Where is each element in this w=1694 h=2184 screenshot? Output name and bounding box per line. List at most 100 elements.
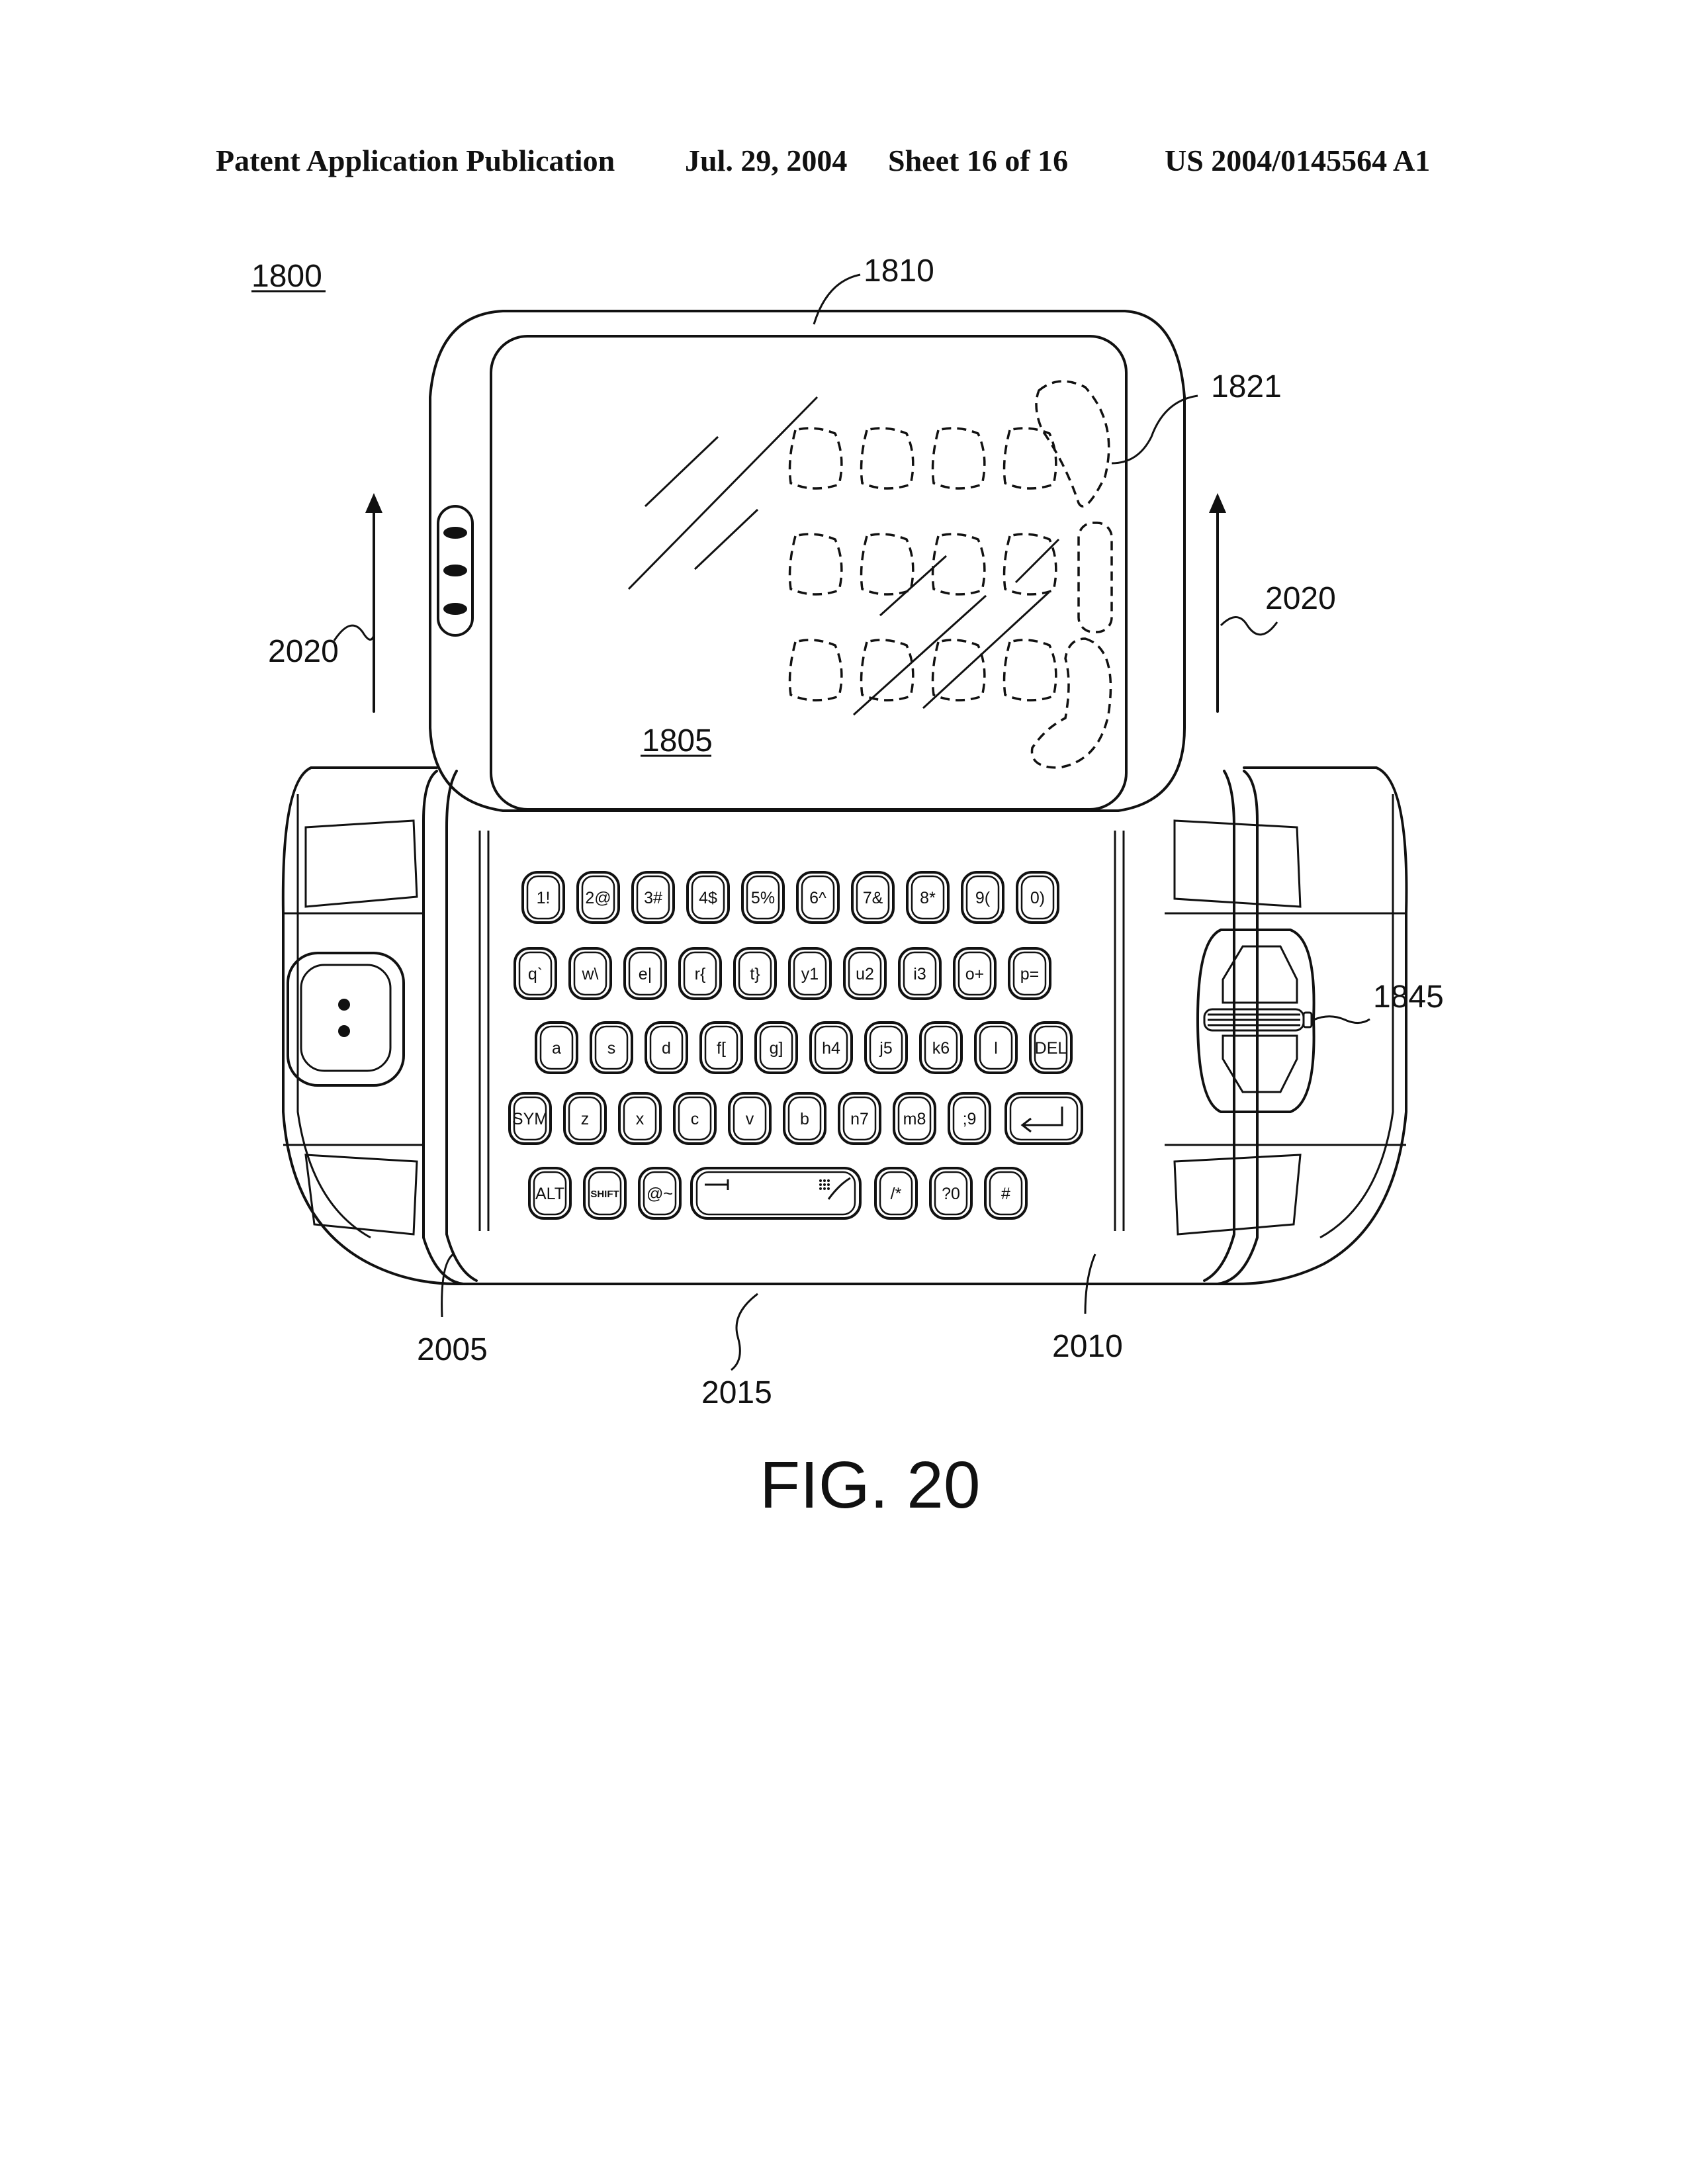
key-u2-button[interactable]: u2: [843, 947, 887, 1000]
ref-1800: 1800: [251, 259, 322, 294]
left-dpad-icon[interactable]: [287, 952, 405, 1087]
key-o-button[interactable]: o+: [953, 947, 997, 1000]
key-f-button[interactable]: f[: [699, 1021, 743, 1074]
right-panel-upper: [1173, 819, 1302, 908]
key-ALT-button[interactable]: ALT: [528, 1167, 572, 1220]
ref-1810: 1810: [864, 253, 934, 289]
key-8-button[interactable]: 8*: [906, 871, 950, 924]
key-label: q`: [528, 965, 543, 983]
key-label: y1: [801, 965, 819, 983]
key-0-button[interactable]: 0): [1016, 871, 1059, 924]
ref-2020-left: 2020: [268, 634, 339, 669]
key-c-button[interactable]: c: [673, 1092, 717, 1145]
key-label: 3#: [644, 889, 662, 907]
dashed-icon-slot: [860, 427, 914, 490]
key-n7-button[interactable]: n7: [838, 1092, 881, 1145]
key-w-button[interactable]: w\: [568, 947, 612, 1000]
key-m8-button[interactable]: m8: [893, 1092, 936, 1145]
key-9-button[interactable]: ;9: [948, 1092, 991, 1145]
key-4-button[interactable]: 4$: [686, 871, 730, 924]
keyboard-deck: [422, 770, 1259, 1285]
key-1-button[interactable]: 1!: [521, 871, 565, 924]
key-SYM-button[interactable]: SYM: [508, 1092, 552, 1145]
key--button[interactable]: /*: [874, 1167, 918, 1220]
key-SHIFT-button[interactable]: SHIFT: [583, 1167, 627, 1220]
key-label: e|: [639, 965, 652, 983]
key-v-button[interactable]: v: [728, 1092, 772, 1145]
key-label: 7&: [863, 889, 883, 907]
key-label: ALT: [535, 1185, 564, 1203]
key-d-button[interactable]: d: [645, 1021, 688, 1074]
key-label: x: [636, 1110, 645, 1128]
arrow-up-left: [365, 493, 382, 713]
key-9-button[interactable]: 9(: [961, 871, 1004, 924]
key-label: 0): [1030, 889, 1045, 907]
key-label: #: [1001, 1185, 1010, 1203]
key--button[interactable]: #: [984, 1167, 1028, 1220]
qwerty-keyboard[interactable]: 1!2@ 3# 4$5%6^ 7&8* 9( 0) q` w\ e| r{ t} y1 u2 i3 o+p=…: [508, 871, 1083, 1220]
key-p-button[interactable]: p=: [1008, 947, 1051, 1000]
key-q-button[interactable]: q`: [513, 947, 557, 1000]
dashed-icon-slot: [1003, 533, 1057, 596]
side-button-icon[interactable]: [437, 505, 474, 637]
key-r-button[interactable]: r{: [678, 947, 722, 1000]
key-label: @~: [646, 1185, 673, 1203]
key-7-button[interactable]: 7&: [851, 871, 895, 924]
key-y1-button[interactable]: y1: [788, 947, 832, 1000]
key-e-button[interactable]: e|: [623, 947, 667, 1000]
key-label: c: [691, 1110, 699, 1128]
key-a-button[interactable]: a: [535, 1021, 578, 1074]
key-label: u2: [856, 965, 874, 983]
nav-up-button[interactable]: [1222, 945, 1298, 1004]
left-panel-lower: [304, 1154, 418, 1236]
icon-group-1821: [1035, 380, 1110, 508]
key-label: /*: [891, 1185, 902, 1203]
scroll-wheel-icon[interactable]: [1203, 1008, 1305, 1032]
key-6-button[interactable]: 6^: [796, 871, 840, 924]
key-x-button[interactable]: x: [618, 1092, 662, 1145]
dashed-icon-slot: [1003, 639, 1057, 702]
ref-2020-right: 2020: [1265, 581, 1336, 616]
key-label: g]: [770, 1039, 783, 1058]
key-label: w\: [582, 965, 599, 983]
key-2-button[interactable]: 2@: [576, 871, 620, 924]
enter-icon: [1020, 1107, 1063, 1133]
key-label: i3: [913, 965, 926, 983]
key-label: 9(: [975, 889, 991, 907]
right-panel-lower: [1173, 1154, 1302, 1236]
key-label: z: [581, 1110, 590, 1128]
ref-2010-leader: [1084, 1253, 1096, 1314]
key-3-button[interactable]: 3#: [631, 871, 675, 924]
key-label: DEL: [1035, 1039, 1067, 1058]
key-b-button[interactable]: b: [783, 1092, 826, 1145]
key-z-button[interactable]: z: [563, 1092, 607, 1145]
ref-2020-right-leader: [1220, 616, 1278, 636]
ref-1805: 1805: [642, 723, 713, 758]
key--button[interactable]: @~: [638, 1167, 682, 1220]
key-label: r{: [695, 965, 706, 983]
key-label: h4: [822, 1039, 840, 1058]
space-bar[interactable]: [690, 1167, 862, 1220]
key-l-button[interactable]: l: [974, 1021, 1018, 1074]
dashed-icon-slot: [931, 639, 986, 702]
right-nav-cluster[interactable]: [1196, 929, 1315, 1113]
key-0-button[interactable]: ?0: [929, 1167, 973, 1220]
key-s-button[interactable]: s: [590, 1021, 633, 1074]
nav-down-button[interactable]: [1222, 1034, 1298, 1093]
key-j5-button[interactable]: j5: [864, 1021, 908, 1074]
key-DEL-button[interactable]: DEL: [1029, 1021, 1073, 1074]
key-i3-button[interactable]: i3: [898, 947, 942, 1000]
ref-1810-leader: [813, 273, 861, 325]
key-5-button[interactable]: 5%: [741, 871, 785, 924]
enter-button[interactable]: [1004, 1092, 1083, 1145]
key-g-button[interactable]: g]: [754, 1021, 798, 1074]
dashed-icon-slot: [860, 533, 914, 596]
ref-2015: 2015: [701, 1375, 772, 1410]
display-housing: [429, 310, 1186, 812]
key-t-button[interactable]: t}: [733, 947, 777, 1000]
key-k6-button[interactable]: k6: [919, 1021, 963, 1074]
ref-1821: 1821: [1211, 369, 1282, 404]
key-h4-button[interactable]: h4: [809, 1021, 853, 1074]
key-label: SYM: [512, 1110, 548, 1128]
